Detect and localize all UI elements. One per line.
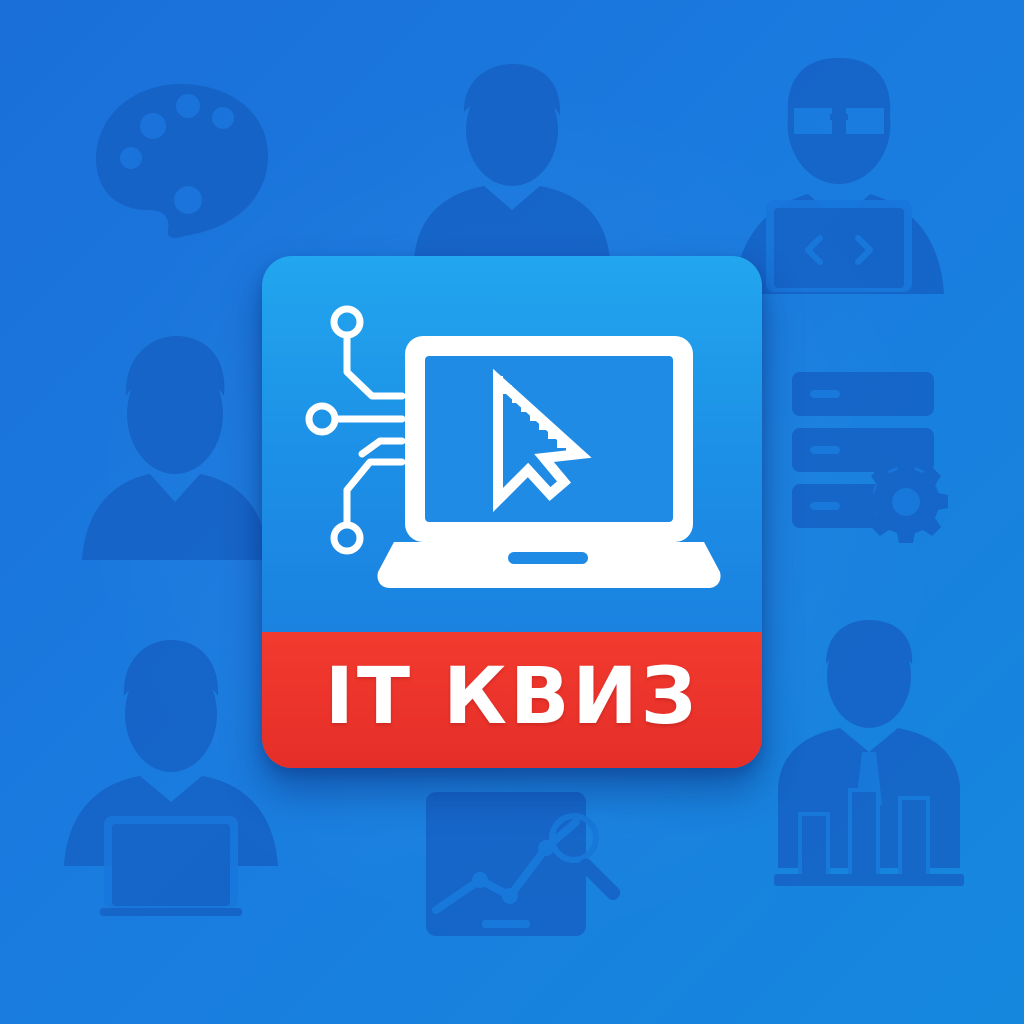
person-icon [80, 330, 270, 560]
server-settings-icon [792, 372, 952, 548]
circuit-icon [305, 305, 406, 555]
cursor-icon [493, 368, 592, 513]
person-with-laptop-icon [64, 636, 278, 918]
businessman-icon [774, 616, 964, 888]
developer-with-glasses-icon [734, 54, 944, 294]
person-icon [412, 60, 612, 260]
app-title: IT КВИЗ [324, 652, 700, 742]
laptop-illustration [305, 305, 721, 588]
app-logo-card[interactable]: IT КВИЗ [262, 256, 762, 768]
title-banner: IT КВИЗ [262, 632, 762, 768]
analytics-chart-icon [426, 792, 636, 938]
palette-icon [92, 80, 272, 240]
